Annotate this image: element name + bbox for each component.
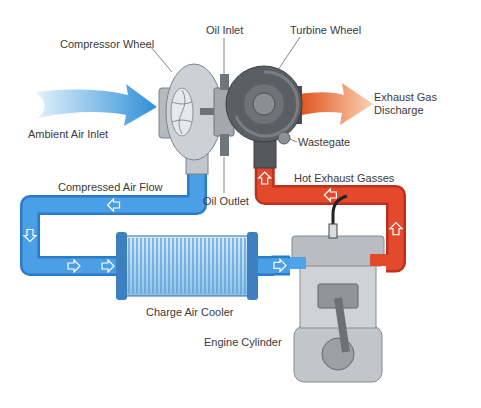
flow-arrow <box>390 223 402 235</box>
callout-label: Oil Outlet <box>203 195 249 208</box>
engine-cylinder <box>290 196 386 382</box>
pipe-core <box>256 258 290 274</box>
part-label: Engine Cylinder <box>204 336 282 349</box>
compressor-housing <box>159 64 222 174</box>
flow-arrow <box>102 260 114 272</box>
leader-lines <box>150 37 300 193</box>
flow-arrow <box>274 259 286 271</box>
component-node: Turbine Wheel <box>228 58 300 168</box>
callout-label: Ambient Air Inlet <box>28 128 108 141</box>
turbine-housing <box>226 66 302 168</box>
flow-arrow <box>259 172 271 184</box>
callout-label: Wastegate <box>298 136 350 149</box>
flow-label: Compressed Air Flow <box>58 181 163 194</box>
component-node: Engine Cylinder <box>290 232 386 384</box>
callout-label: Exhaust Gas Discharge <box>374 91 454 117</box>
component-node: Charge Air Cooler <box>118 230 256 302</box>
pipe-connector <box>256 259 290 271</box>
component-node: Compressor Wheel <box>158 60 222 172</box>
flow-arrow <box>108 199 120 211</box>
part-label: Charge Air Cooler <box>146 306 233 319</box>
pipe-wall <box>256 255 290 276</box>
flow-label: Hot Exhaust Gasses <box>294 172 394 185</box>
ambient-air-arrow <box>36 84 157 126</box>
callout-label: Oil Inlet <box>206 24 243 37</box>
charge-air-cooler <box>116 232 258 300</box>
flow-arrow <box>324 189 336 201</box>
flow-arrow <box>24 230 36 242</box>
part-label: Compressor Wheel <box>60 38 154 51</box>
exhaust-arrow <box>298 83 373 125</box>
part-label: Turbine Wheel <box>290 24 361 37</box>
flow-arrow <box>68 260 80 272</box>
